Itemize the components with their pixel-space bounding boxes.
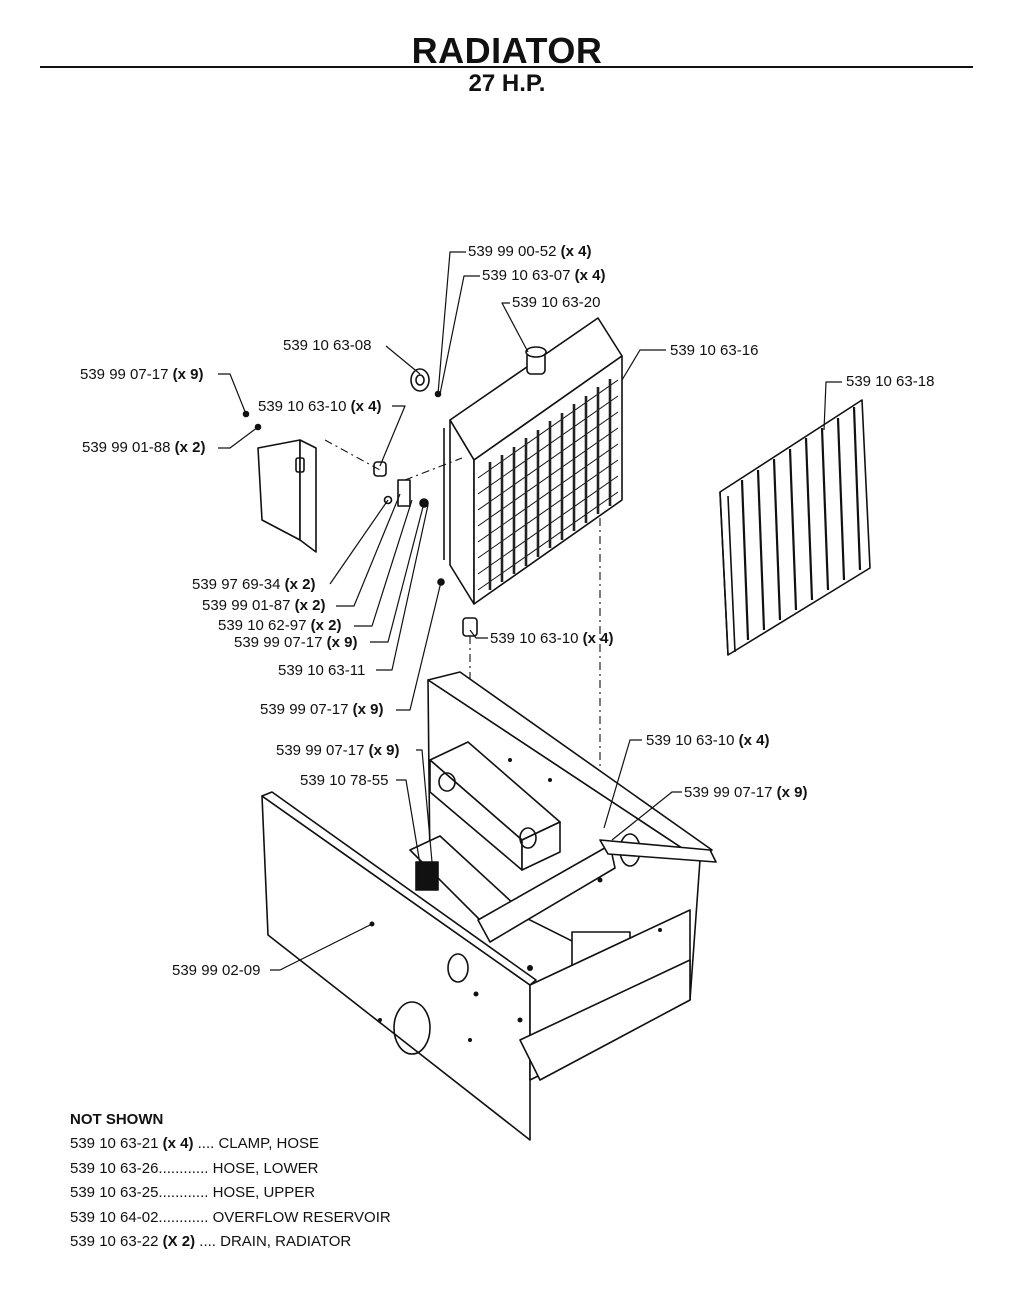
page-title: RADIATOR — [411, 30, 603, 71]
callout-label: 539 10 63-18 — [846, 373, 935, 390]
list-item: 539 10 64-02............ OVERFLOW RESERV… — [70, 1208, 391, 1226]
not-shown-list: NOT SHOWN 539 10 63-21 (x 4) .... CLAMP,… — [70, 1111, 391, 1255]
callout-label: 539 10 63-08 — [283, 337, 372, 354]
callout-label: 539 99 07-17 (x 9) — [80, 366, 204, 383]
grille-screen — [719, 399, 871, 656]
callout-label: 539 10 63-16 — [670, 342, 759, 359]
bracket-panel — [257, 439, 317, 553]
list-item: 539 10 63-26............ HOSE, LOWER — [70, 1159, 319, 1177]
not-shown-heading: NOT SHOWN — [70, 1111, 164, 1128]
callout-label: 539 99 07-17 (x 9) — [260, 701, 384, 718]
callout-label: 539 10 63-11 — [278, 662, 366, 679]
page-subtitle: 27 H.P. — [468, 70, 546, 97]
callout-label: 539 99 01-88 (x 2) — [82, 439, 206, 456]
callout-label: 539 97 69-34 (x 2) — [192, 576, 316, 593]
callout-label: 539 99 00-52 (x 4) — [468, 243, 592, 260]
callout-label: 539 99 02-09 — [172, 962, 261, 979]
callout-label: 539 10 63-20 — [512, 294, 601, 311]
list-item: 539 10 63-22 (X 2) .... DRAIN, RADIATOR — [70, 1233, 352, 1250]
title-rule — [40, 66, 973, 68]
callout-label: 539 99 07-17 (x 9) — [234, 634, 358, 651]
callout-label: 539 99 07-17 (x 9) — [684, 784, 808, 801]
radiator-cap — [525, 346, 547, 375]
callout-label: 539 10 62-97 (x 2) — [218, 617, 342, 634]
callout-label: 539 99 01-87 (x 2) — [202, 597, 326, 614]
list-item: 539 10 63-25............ HOSE, UPPER — [70, 1184, 316, 1201]
frame-chassis — [261, 671, 717, 1141]
callout-label: 539 10 63-10 (x 4) — [646, 732, 770, 749]
callout-label: 539 99 07-17 (x 9) — [276, 742, 400, 759]
callout-label: 539 10 63-07 (x 4) — [482, 267, 606, 284]
callout-label: 539 10 63-10 (x 4) — [490, 630, 614, 647]
callout-label: 539 10 78-55 — [300, 772, 389, 789]
radiator-core — [443, 317, 623, 605]
leader-lines — [218, 251, 842, 971]
list-item: 539 10 63-21 (x 4) .... CLAMP, HOSE — [70, 1135, 320, 1152]
callout-label: 539 10 63-10 (x 4) — [258, 398, 382, 415]
